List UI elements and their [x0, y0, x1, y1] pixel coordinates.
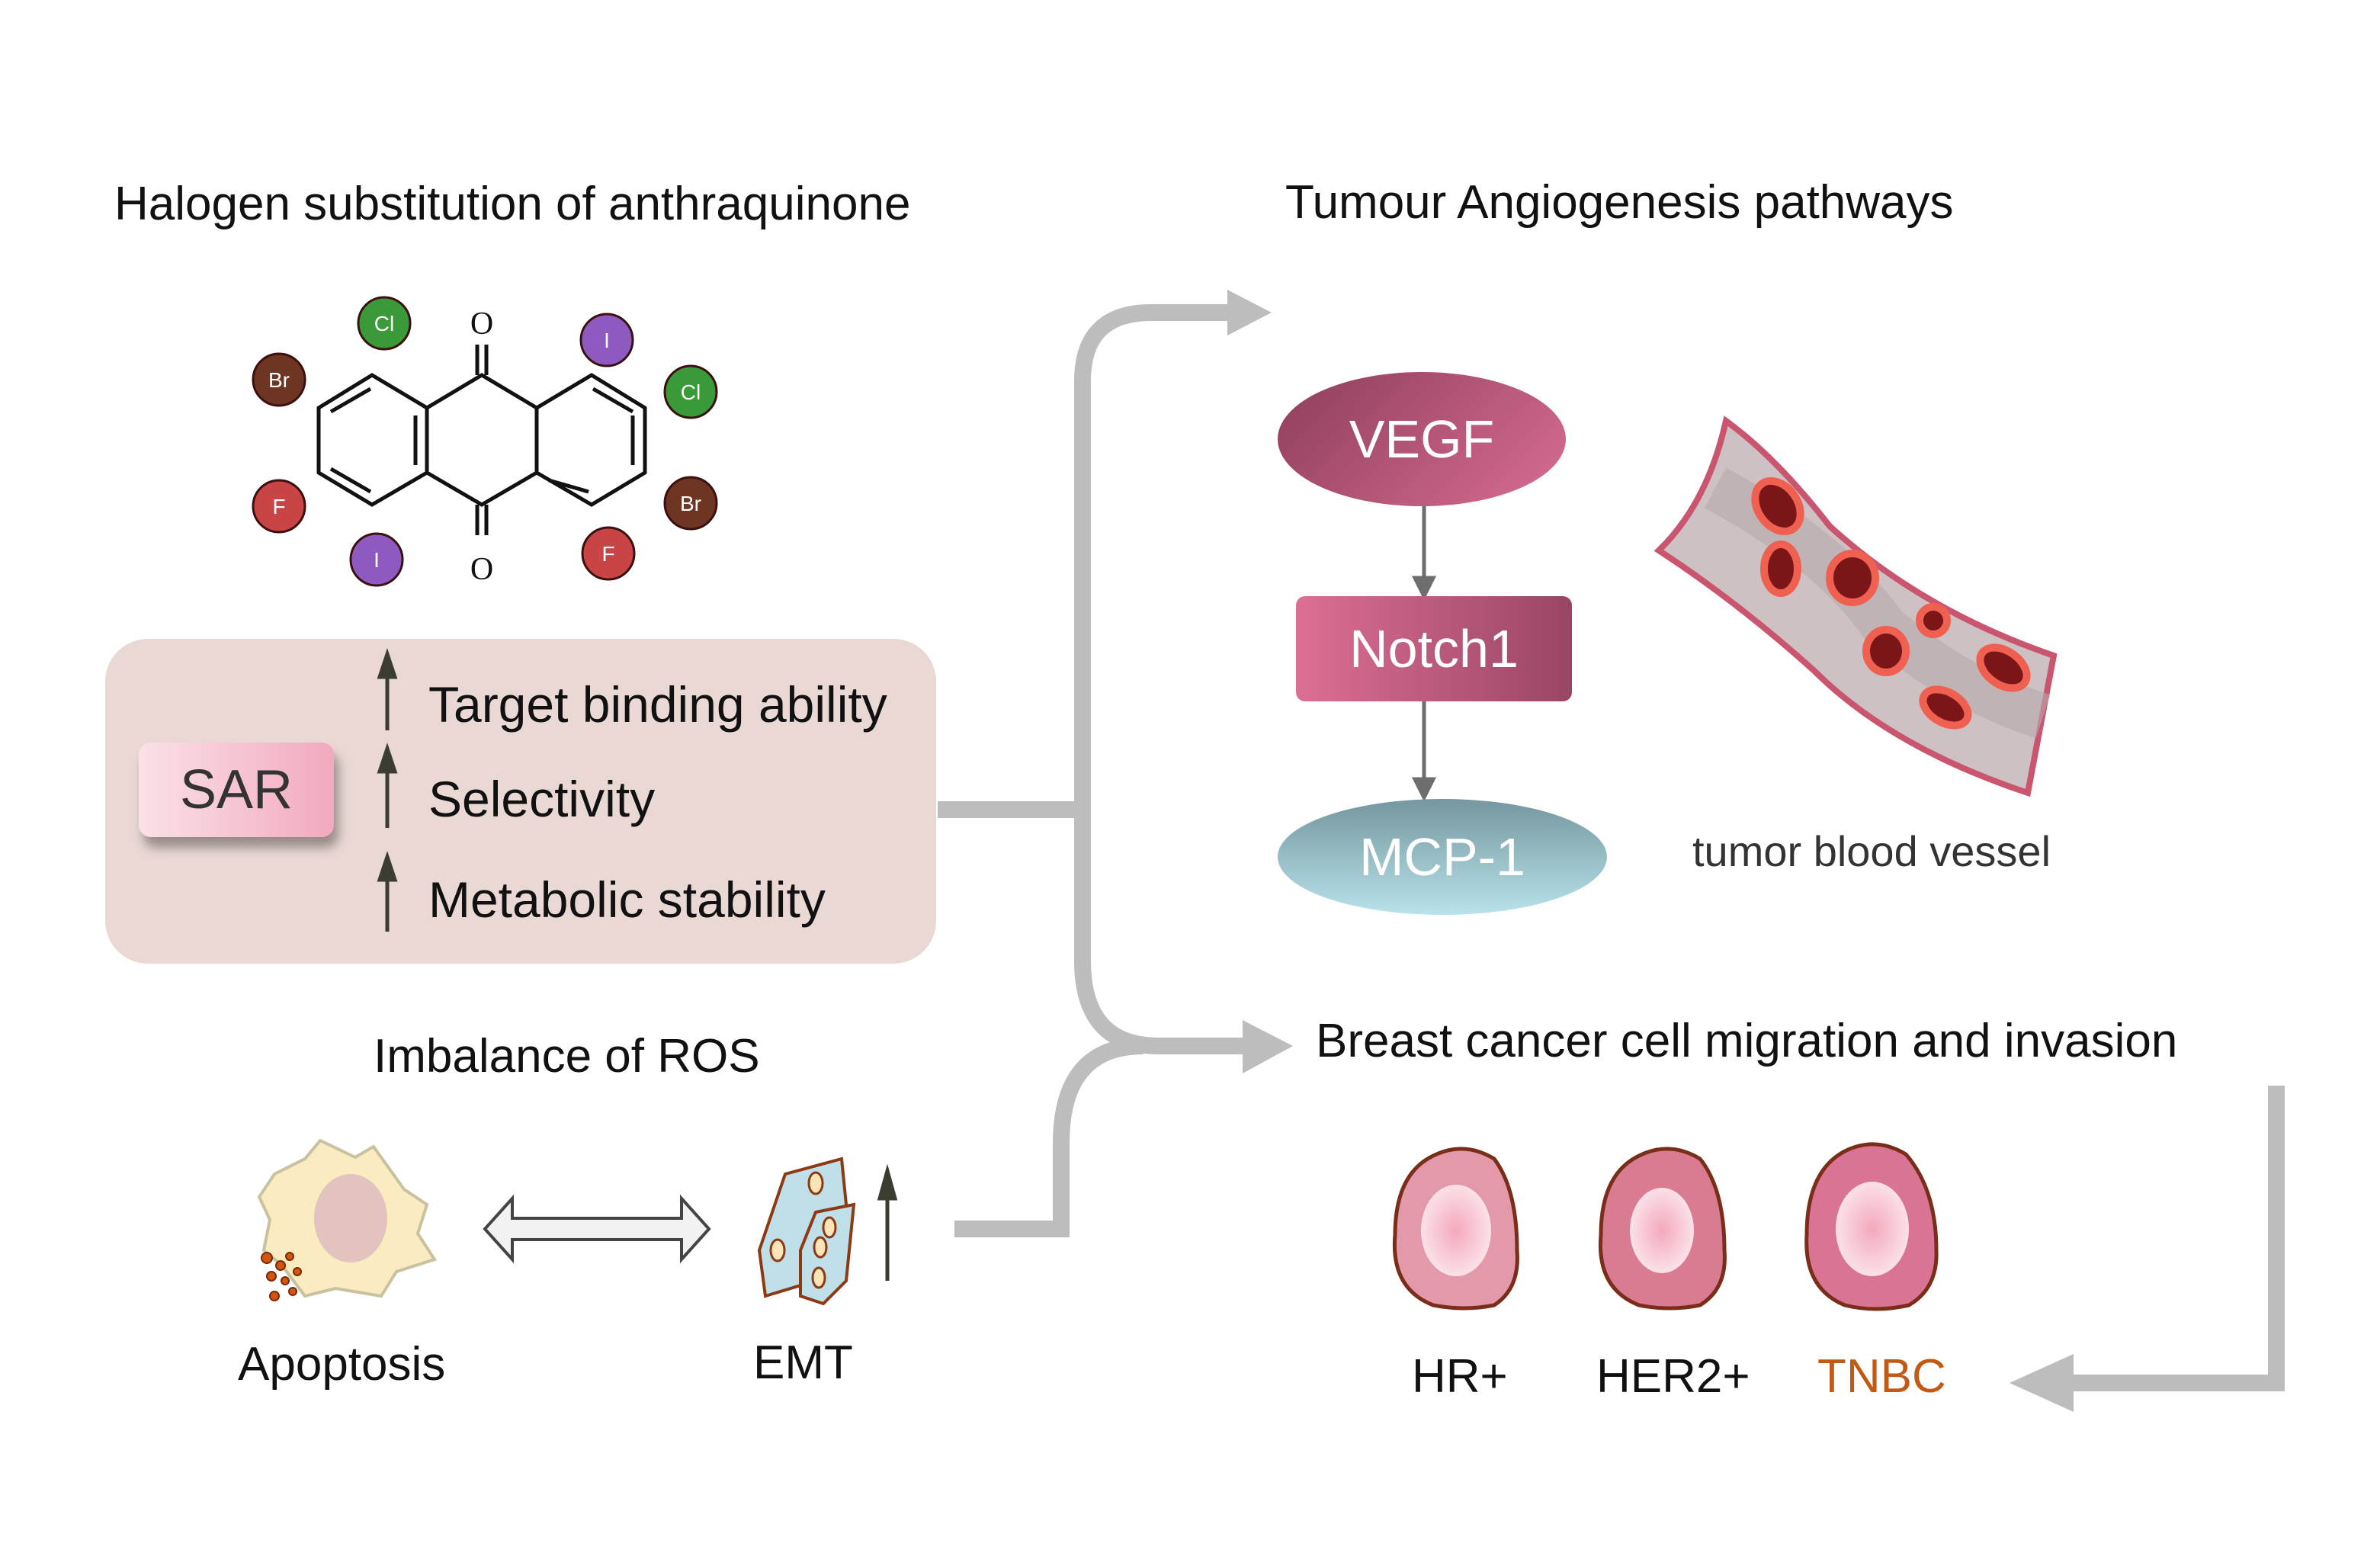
branch-to-angiogenesis [1074, 304, 1227, 810]
halogen-atom-cl-icon: Cl [663, 364, 718, 419]
mcp1-node: MCP-1 [1278, 799, 1607, 915]
breast-cancer-section-title: Breast cancer cell migration and invasio… [1316, 1015, 2178, 1067]
bidirectional-arrow-icon [483, 1194, 711, 1264]
emt-label: EMT [753, 1336, 853, 1389]
halogen-atom-br-icon: Br [663, 476, 718, 531]
breast-cancer-return-connector [2074, 1086, 2285, 1391]
halogen-atom-br-icon: Br [252, 352, 306, 407]
svg-text:Cl: Cl [681, 380, 701, 404]
tnbc-cell-icon [1804, 1142, 1939, 1311]
oxygen-top-label: O [470, 306, 493, 342]
sar-item-target-binding: Target binding ability [428, 676, 887, 733]
apoptosis-label: Apoptosis [238, 1338, 446, 1391]
emt-up-arrow-icon [877, 1163, 898, 1281]
hr-positive-cell-icon [1392, 1147, 1519, 1311]
arrowhead-angiogenesis [1227, 290, 1272, 335]
ros-connector [954, 1038, 1144, 1237]
blood-vessel-icon [1653, 415, 2058, 797]
halogen-section-title: Halogen substitution of anthraquinone [114, 178, 911, 230]
sar-item-selectivity: Selectivity [428, 771, 656, 827]
svg-text:Cl: Cl [374, 312, 394, 335]
branch-to-breast-cancer [1074, 810, 1243, 1054]
halogen-atom-f-icon: F [581, 526, 636, 581]
apoptotic-cell-icon [257, 1138, 438, 1301]
subtype-label-tnbc: TNBC [1817, 1350, 1946, 1403]
svg-text:Br: Br [680, 492, 701, 515]
svg-text:F: F [272, 495, 285, 518]
vegf-node: VEGF [1278, 372, 1566, 506]
svg-text:I: I [374, 548, 380, 572]
svg-text:F: F [601, 542, 614, 566]
notch1-node: Notch1 [1296, 596, 1572, 701]
blood-vessel-label: tumor blood vessel [1692, 827, 2051, 875]
svg-text:Br: Br [268, 368, 290, 392]
halogen-atom-i-icon: I [349, 532, 404, 587]
emt-cells-icon [757, 1157, 856, 1306]
sar-badge: SAR [139, 743, 334, 837]
ros-section-title: Imbalance of ROS [374, 1030, 760, 1083]
oxygen-bottom-label: O [470, 552, 493, 587]
angiogenesis-section-title: Tumour Angiogenesis pathways [1285, 176, 1954, 229]
arrowhead-subtypes [2010, 1354, 2074, 1412]
halogen-atom-f-icon: F [252, 479, 306, 534]
sar-item-metabolic-stability: Metabolic stability [428, 871, 826, 928]
subtype-label-her2: HER2+ [1596, 1350, 1750, 1403]
halogen-atom-cl-icon: Cl [357, 296, 412, 351]
arrowhead-breast-cancer [1243, 1020, 1293, 1073]
her2-positive-cell-icon [1598, 1147, 1727, 1311]
svg-text:I: I [604, 329, 610, 352]
halogen-atom-i-icon: I [579, 313, 634, 367]
subtype-label-hr: HR+ [1412, 1350, 1508, 1403]
